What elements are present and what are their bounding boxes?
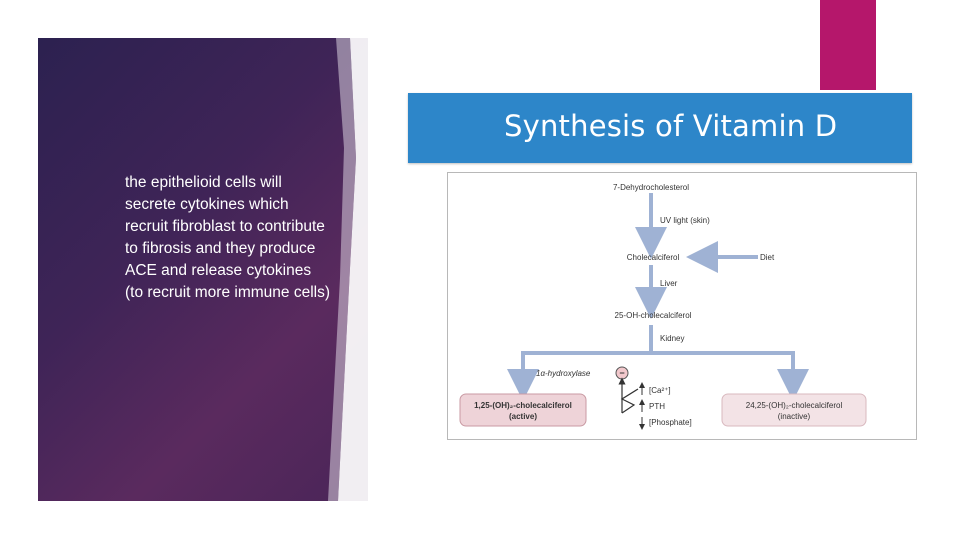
reg-calcium: [Ca²⁺] bbox=[649, 386, 671, 395]
node-25oh: 25-OH-cholecalciferol bbox=[615, 311, 692, 320]
node-cholecalciferol: Cholecalciferol bbox=[627, 253, 680, 262]
node-dehydrocholesterol: 7-Dehydrocholesterol bbox=[613, 183, 689, 192]
panel-decoration bbox=[328, 38, 368, 501]
diamond-bullet-icon bbox=[6, 178, 16, 188]
inactive-product-box bbox=[721, 393, 867, 427]
active-product-name: 1,25-(OH)₂-cholecalciferol bbox=[474, 401, 572, 410]
reg-phosphate: [Phosphate] bbox=[649, 418, 692, 427]
inactive-product-label: (inactive) bbox=[778, 412, 811, 421]
bullet-text: the epithelioid cells will secrete cytok… bbox=[125, 174, 330, 301]
vitamin-d-diagram: 7-Dehydrocholesterol UV light (skin) Cho… bbox=[447, 172, 917, 440]
diagram-canvas: 7-Dehydrocholesterol UV light (skin) Cho… bbox=[459, 183, 867, 430]
label-uv-light: UV light (skin) bbox=[660, 216, 710, 225]
reg-pth: PTH bbox=[649, 402, 665, 411]
active-product-label: (active) bbox=[509, 412, 537, 421]
inactive-product-name: 24,25-(OH)₂-cholecalciferol bbox=[746, 401, 843, 410]
regulation-zigzag bbox=[620, 388, 639, 414]
accent-bar bbox=[820, 0, 876, 90]
bullet-point: the epithelioid cells will secrete cytok… bbox=[6, 172, 332, 304]
label-diet: Diet bbox=[760, 253, 775, 262]
left-content-panel bbox=[38, 38, 368, 501]
active-product-box bbox=[459, 393, 587, 427]
label-liver: Liver bbox=[660, 279, 678, 288]
inhibition-sign: − bbox=[619, 368, 624, 378]
label-hydroxylase: 1α-hydroxylase bbox=[536, 369, 591, 378]
slide-title: Synthesis of Vitamin D bbox=[504, 109, 838, 143]
title-bar: Synthesis of Vitamin D bbox=[408, 93, 912, 163]
label-kidney: Kidney bbox=[660, 334, 684, 343]
